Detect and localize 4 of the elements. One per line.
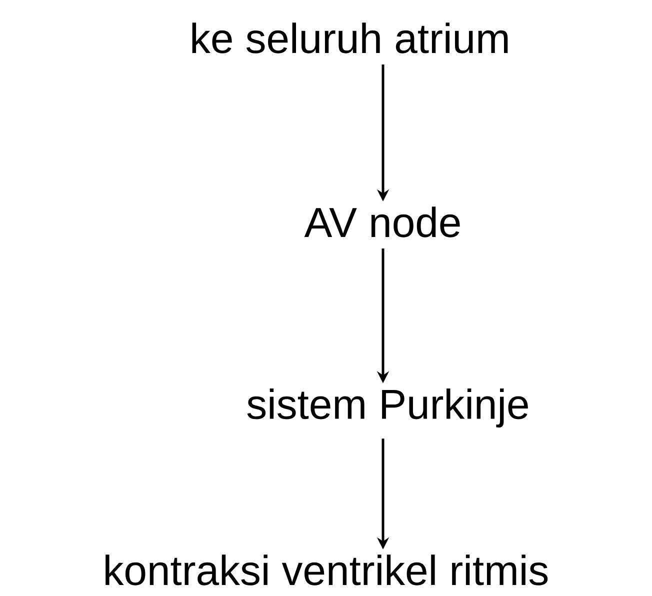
flow-text: sistem Purkinje <box>247 388 528 428</box>
flow-text: kontraksi ventrikel ritmis <box>106 554 548 586</box>
flow-text: ke seluruh atrium <box>192 22 508 54</box>
flow-text: AV node <box>304 206 460 238</box>
